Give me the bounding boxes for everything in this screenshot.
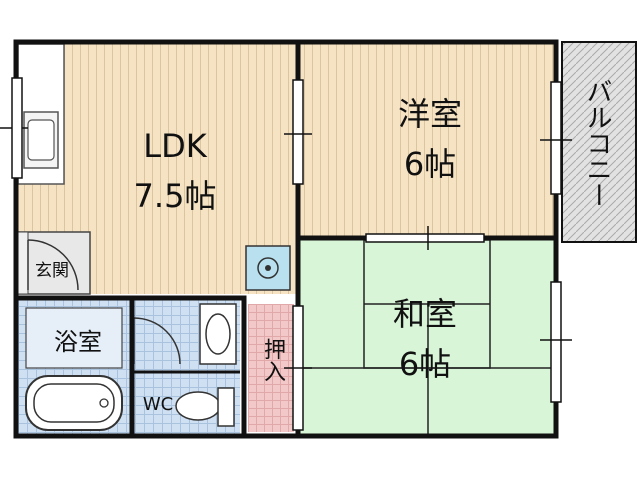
bathroom-label: 浴室 bbox=[54, 328, 102, 356]
window-marks bbox=[11, 77, 572, 431]
entrance-area bbox=[17, 231, 91, 295]
ldk-label: LDK bbox=[143, 127, 207, 165]
balcony-label: バルコニー bbox=[582, 78, 612, 208]
tatami-floor bbox=[300, 239, 554, 436]
western-room-label: 洋室 bbox=[397, 95, 462, 133]
ldk-size-label: 7.5帖 bbox=[133, 177, 217, 215]
western-room-floor bbox=[300, 44, 554, 236]
western-room-size-label: 6帖 bbox=[403, 145, 457, 183]
kitchen-counter bbox=[0, 43, 65, 185]
japanese-room-size-label: 6帖 bbox=[398, 345, 452, 383]
washing-machine-pan bbox=[245, 245, 291, 291]
washroom-area bbox=[133, 300, 240, 436]
entrance-label: 玄関 bbox=[35, 261, 69, 281]
bathroom-area bbox=[18, 300, 130, 436]
balcony-area bbox=[561, 41, 637, 243]
wc-label: WC bbox=[142, 394, 174, 415]
japanese-room-label: 和室 bbox=[392, 295, 457, 333]
closet-label: 押入 bbox=[260, 338, 285, 382]
